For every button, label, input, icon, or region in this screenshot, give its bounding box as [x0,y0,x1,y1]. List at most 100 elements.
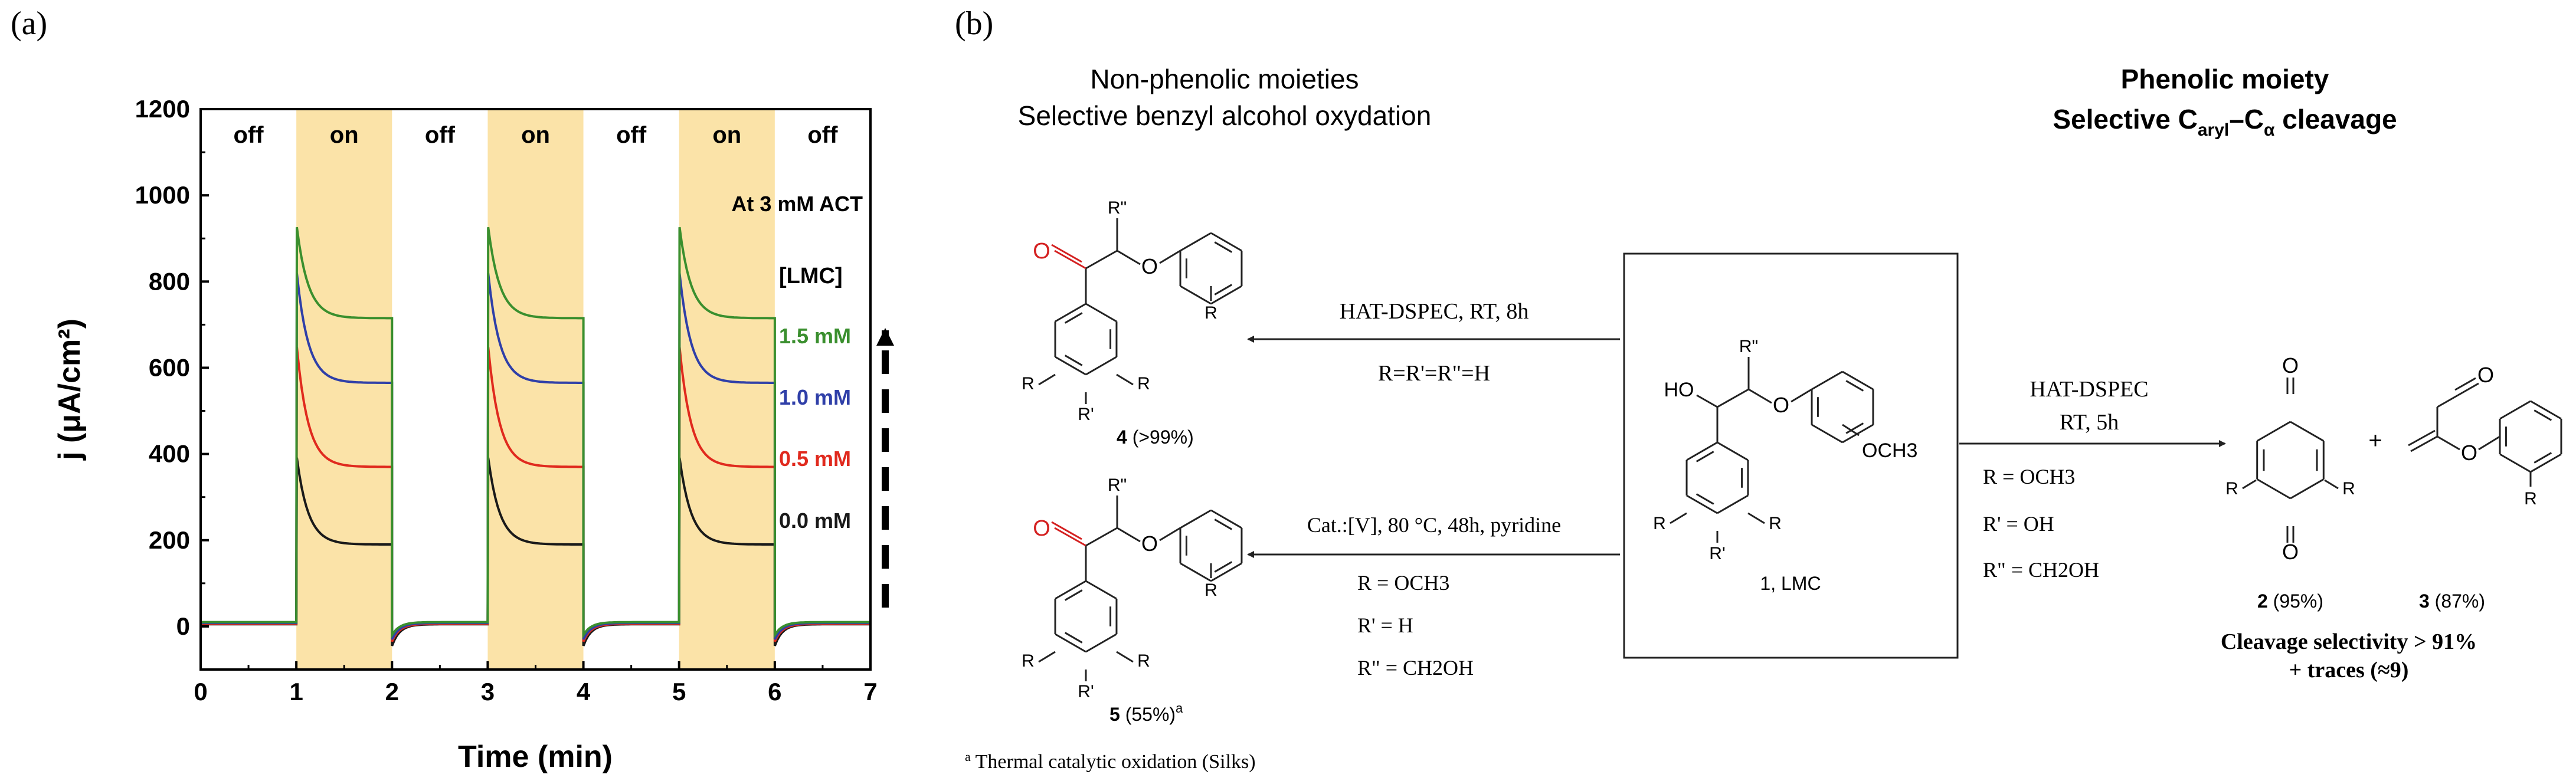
y-tick-label: 600 [149,353,190,381]
carbonyl-bond [1054,250,1086,270]
ring-double-bond [1064,632,1083,644]
x-tick-label: 5 [672,678,686,705]
ring-double-bond [1214,284,1233,296]
light-on-band [679,109,775,670]
y-axis-label: j (μA/cm²) [53,319,87,461]
ring [2256,421,2325,500]
bond [1085,250,1118,270]
reaction-right-r2: R" = CH2OH [1983,558,2099,582]
selectivity-line1: Cleavage selectivity > 91% [2221,629,2477,654]
right-header-line1: Phenolic moiety [2121,64,2329,94]
bond [1670,512,1687,524]
och3-label: OCH3 [1862,439,1917,462]
ring-bond [1055,580,1086,600]
compound-3-label: 3 (87%) [2419,590,2485,612]
compound-3-structure: O O R [2408,363,2562,508]
y-tick-label: 800 [149,267,190,295]
ring-double-bond [1214,241,1233,253]
ring-bond [1085,356,1117,376]
right-header-line2: Selective Caryl–Cα cleavage [2053,104,2397,140]
x-tick-label: 3 [481,678,495,705]
ether-o: O [1141,531,1158,556]
light-on-band [487,109,584,670]
reaction-right-r1: R' = OH [1983,512,2054,536]
legend-entry: 1.5 mM [779,324,851,348]
ring [1179,232,1243,305]
r2-label: R" [1108,475,1127,495]
r2-label: R" [1108,198,1127,218]
reaction-bottom-r: R = OCH3 [1357,571,1449,595]
r-label: R [1137,374,1150,393]
ring-bond [1811,424,1843,444]
bond [1038,651,1056,663]
bond [1116,373,1134,386]
x-axis-label: Time (min) [458,740,613,774]
ring-bond [2256,421,2291,442]
ho-label: HO [1664,379,1694,401]
aldehyde-o: O [2477,363,2494,387]
ring-bond [1055,356,1086,376]
ring-bond [1842,370,1874,390]
ring-double-bond [1214,519,1233,530]
bond [1117,250,1141,265]
y-tick-label: 0 [176,612,190,640]
r-label: R [1204,580,1217,600]
ring-bond [1180,509,1212,529]
ring-bond [2530,453,2562,473]
legend-entry: 1.0 mM [779,385,851,409]
bond [1842,424,1860,437]
light-state-label: on [712,122,741,148]
light-on-band [296,109,392,670]
bond [2478,435,2500,451]
y-tick-label: 1000 [135,181,190,209]
ring-bond [1717,494,1749,514]
panel-b-label: (b) [955,5,993,42]
selectivity-line2: + traces (≈9) [2289,658,2409,682]
legend: 1.5 mM1.0 mM0.5 mM0.0 mM [779,324,851,533]
light-state-label: off [234,122,264,148]
ring-bond [1210,232,1242,252]
carbonyl-bond [1054,527,1086,547]
ring [1054,580,1118,653]
r-label: R [1022,374,1035,393]
r1-label: R' [1078,405,1094,424]
bond [2242,479,2257,490]
ether-o: O [1141,254,1158,278]
bond [1747,512,1765,524]
ring-double-bond [1064,589,1083,601]
ring-double-bond [1695,451,1714,462]
r-label: R [2342,479,2355,498]
r-label: R [2524,489,2537,508]
reaction-bottom-r2: R" = CH2OH [1357,656,1474,680]
panel-a-label: (a) [11,5,47,42]
light-state-label: off [616,122,647,148]
ring [1179,509,1243,582]
legend-title: [LMC] [779,264,843,288]
ring-bond [2290,478,2325,500]
carbonyl-o: O [1033,239,1050,264]
light-state-label: on [330,122,359,148]
reaction-bottom-condition: Cat.:[V], 80 °C, 48h, pyridine [1307,513,1561,537]
bond [1696,394,1718,408]
r-label: R [1137,651,1150,671]
x-tick-label: 6 [768,678,781,705]
bond [1038,373,1056,386]
r-label: R [1022,651,1035,671]
carbonyl-bond [1051,521,1082,540]
ring-double-bond [1064,355,1083,366]
bond [2408,429,2436,447]
bond [2457,382,2479,396]
compound-5-label: 5 (55%)a [1109,701,1183,725]
light-state-label: on [521,122,550,148]
r-label: R [2225,479,2238,498]
ring-bond [1085,633,1117,653]
plus-sign: + [2368,428,2382,454]
ring-bond [1686,494,1718,514]
y-tick-label: 200 [149,526,190,554]
carbonyl-o: O [1033,516,1050,541]
reaction-right-r: R = OCH3 [1983,465,2075,488]
x-tick-label: 2 [385,678,399,705]
ring-bond [1210,285,1242,305]
ring-bond [2499,400,2531,420]
